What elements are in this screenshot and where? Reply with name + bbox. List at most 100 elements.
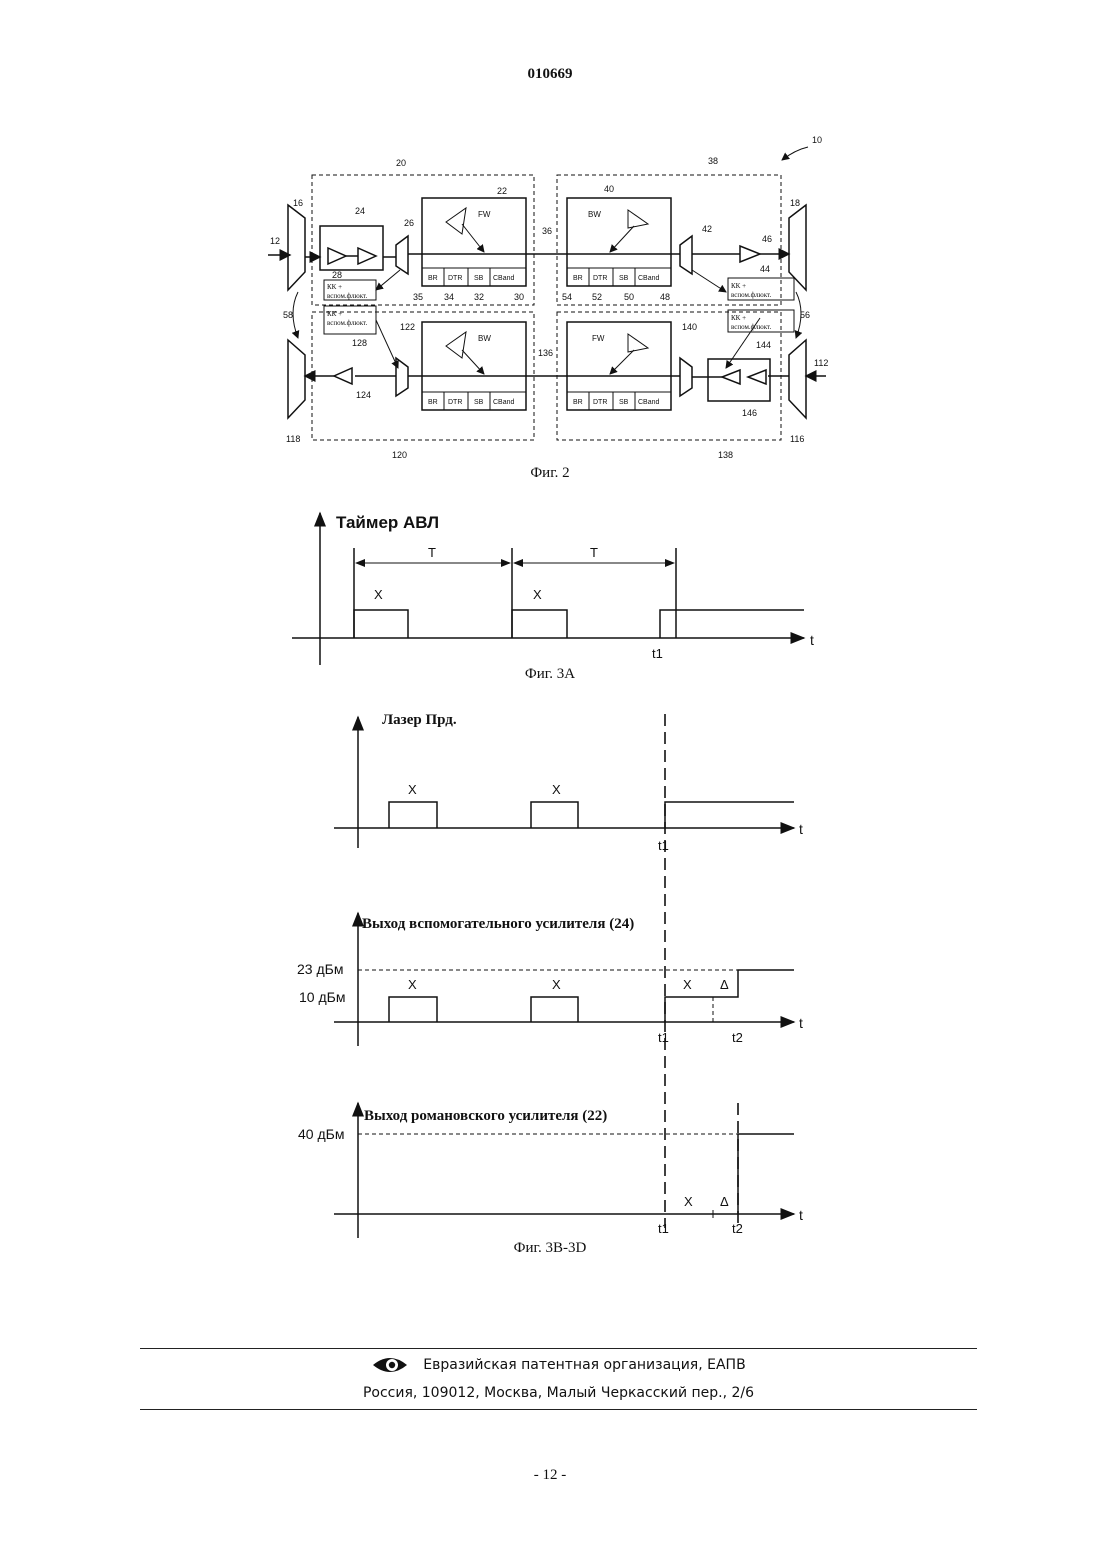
ref-18: 18	[790, 198, 800, 208]
axis-t-label: t	[799, 1207, 803, 1223]
cell-br: BR	[573, 275, 583, 282]
ref-116: 116	[790, 434, 804, 444]
kk-28-line1: КК +	[327, 283, 342, 291]
kk-44-line1: КК +	[731, 282, 746, 290]
cell-dtr: DTR	[448, 275, 462, 282]
pulse-x-2: X	[533, 587, 542, 602]
pulse-x-2: X	[552, 782, 561, 797]
ref-112: 112	[814, 358, 828, 368]
ref-12: 12	[270, 236, 280, 246]
coupler-116	[789, 340, 806, 418]
axis-t-label: t	[799, 1015, 803, 1031]
cell-cband: CBand	[493, 275, 515, 282]
time-t2: t2	[732, 1030, 743, 1045]
ref-42: 42	[702, 224, 712, 234]
ref-40: 40	[604, 184, 614, 194]
kk-144-line1: КК +	[731, 314, 746, 322]
cell-dtr: DTR	[593, 399, 607, 406]
coupler-16	[288, 205, 305, 290]
kk-44-line2: вспом.флюкт.	[731, 291, 772, 299]
raman-block-122	[422, 322, 526, 410]
cell-br: BR	[428, 275, 438, 282]
period-T-1: T	[428, 545, 436, 560]
coupler-26	[396, 236, 408, 274]
figure-3b-3d-caption: Фиг. 3B-3D	[0, 1240, 1100, 1257]
ref-34: 34	[444, 292, 454, 302]
coupler-118	[288, 340, 305, 418]
time-t1: t1	[658, 838, 669, 853]
axis-t-label: t	[810, 632, 814, 648]
ref-52: 52	[592, 292, 602, 302]
footer-address: Россия, 109012, Москва, Малый Черкасский…	[140, 1385, 977, 1401]
figure-3c-title: Выход вспомогательного усилителя (24)	[362, 916, 634, 932]
ref-46: 46	[762, 234, 772, 244]
cell-sb: SB	[474, 399, 484, 406]
amplifier-46	[740, 246, 760, 262]
cell-dtr: DTR	[593, 275, 607, 282]
ref-20: 20	[396, 158, 406, 168]
ref-54: 54	[562, 292, 572, 302]
ref-30: 30	[514, 292, 524, 302]
footer-org-text: Евразийская патентная организация, ЕАПВ	[423, 1357, 745, 1373]
ref-26: 26	[404, 218, 414, 228]
time-t1: t1	[652, 646, 663, 661]
level-10dbm: 10 дБм	[299, 989, 345, 1005]
ref-24: 24	[355, 206, 365, 216]
cell-cband: CBand	[638, 399, 660, 406]
delta-label: Δ	[720, 977, 729, 992]
ref-36: 36	[542, 226, 552, 236]
pulse-x-1: X	[408, 977, 417, 992]
ref-10: 10	[812, 135, 822, 145]
ref-56: 56	[800, 310, 810, 320]
ref-138: 138	[718, 450, 733, 460]
eapo-logo-icon	[371, 1355, 409, 1375]
ref-48: 48	[660, 292, 670, 302]
ref-28: 28	[332, 270, 342, 280]
kk-128-line2: вспом.флюкт.	[327, 319, 368, 327]
ref-120: 120	[392, 450, 407, 460]
ref-136: 136	[538, 348, 553, 358]
block-fw-bottom-label: FW	[592, 334, 605, 343]
ref-146: 146	[742, 408, 757, 418]
period-T-2: T	[590, 545, 598, 560]
raman-block-22	[422, 198, 526, 286]
ref-58: 58	[283, 310, 293, 320]
pulse-x-3: X	[683, 977, 692, 992]
page-number: - 12 -	[0, 1467, 1100, 1484]
axis-t-label: t	[799, 821, 803, 837]
ref-140: 140	[682, 322, 697, 332]
kk-28-line2: вспом.флюкт.	[327, 292, 368, 300]
figure-3d-title: Выход романовского усилителя (22)	[364, 1108, 607, 1124]
block-bw-label: BW	[588, 210, 601, 219]
figure-3b-3d: Лазер Прд. t X X t1 Выход вспомогательно…	[0, 700, 1100, 1245]
pulse-x-1: X	[408, 782, 417, 797]
ref-22: 22	[497, 186, 507, 196]
cell-cband: CBand	[638, 275, 660, 282]
level-40dbm: 40 дБм	[298, 1126, 344, 1142]
ref-44: 44	[760, 264, 770, 274]
coupler-122	[396, 358, 408, 396]
pulse-x-1: X	[374, 587, 383, 602]
level-23dbm: 23 дБм	[297, 961, 343, 977]
time-t2: t2	[732, 1221, 743, 1236]
cell-cband: CBand	[493, 399, 515, 406]
ref-144: 144	[756, 340, 771, 350]
cell-br: BR	[573, 399, 583, 406]
pulse-x: X	[684, 1194, 693, 1209]
footer-rule-top	[140, 1348, 977, 1349]
cell-sb: SB	[619, 275, 629, 282]
ref-122: 122	[400, 322, 415, 332]
pulse-x-2: X	[552, 977, 561, 992]
coupler-18	[789, 205, 806, 290]
figure-3a-caption: Фиг. 3А	[0, 666, 1100, 683]
raman-block-140	[567, 322, 671, 410]
cell-sb: SB	[619, 399, 629, 406]
coupler-42	[680, 236, 692, 274]
kk-144-line2: вспом.флюкт.	[731, 323, 772, 331]
footer-org-line: Евразийская патентная организация, ЕАПВ	[140, 1355, 977, 1375]
amplifier-146-box	[708, 359, 770, 401]
time-t1: t1	[658, 1030, 669, 1045]
footer-rule-bottom	[140, 1409, 977, 1410]
kk-128-line1: КК +	[327, 310, 342, 318]
amplifier-124	[334, 368, 352, 384]
